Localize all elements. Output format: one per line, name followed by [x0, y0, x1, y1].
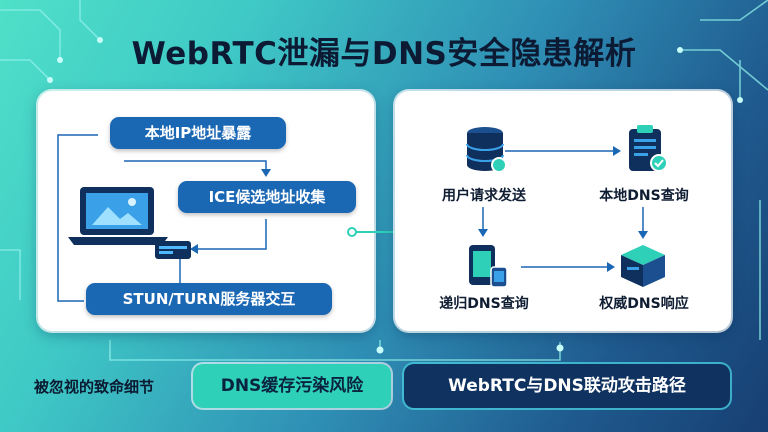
laptop-icon	[68, 187, 168, 245]
devices-icon	[469, 245, 508, 288]
overlooked-details-label: 被忽视的致命细节	[34, 378, 155, 396]
left-flow-lines	[57, 134, 271, 302]
server-box-icon	[621, 245, 665, 287]
network-card-icon	[155, 241, 191, 259]
step-local-ip-exposed: 本地IP地址暴露	[110, 117, 286, 149]
node-local-dns-query: 本地DNS查询	[599, 188, 689, 204]
step-stun-turn: STUN/TURN服务器交互	[86, 283, 332, 315]
webrtc-dns-attack-path-button[interactable]: WebRTC与DNS联动攻击路径	[404, 364, 730, 408]
step-ice-candidate: ICE候选地址收集	[178, 181, 356, 213]
webrtc-leak-panel: 本地IP地址暴露 ICE候选地址收集 STUN/TURN服务器交互	[38, 91, 374, 331]
dns-cache-poisoning-button[interactable]: DNS缓存污染风险	[193, 364, 391, 408]
clipboard-check-icon	[629, 125, 668, 172]
right-flow-lines	[478, 146, 648, 272]
node-recursive-dns-query: 递归DNS查询	[439, 296, 529, 312]
node-authoritative-dns-response: 权威DNS响应	[599, 296, 689, 312]
database-icon	[466, 127, 507, 173]
page-title: WebRTC泄漏与DNS安全隐患解析	[131, 36, 637, 72]
dns-flow-panel: 用户请求发送 本地DNS查询 递归DNS查询 权威DNS响应	[395, 91, 731, 331]
node-user-request: 用户请求发送	[442, 188, 526, 204]
